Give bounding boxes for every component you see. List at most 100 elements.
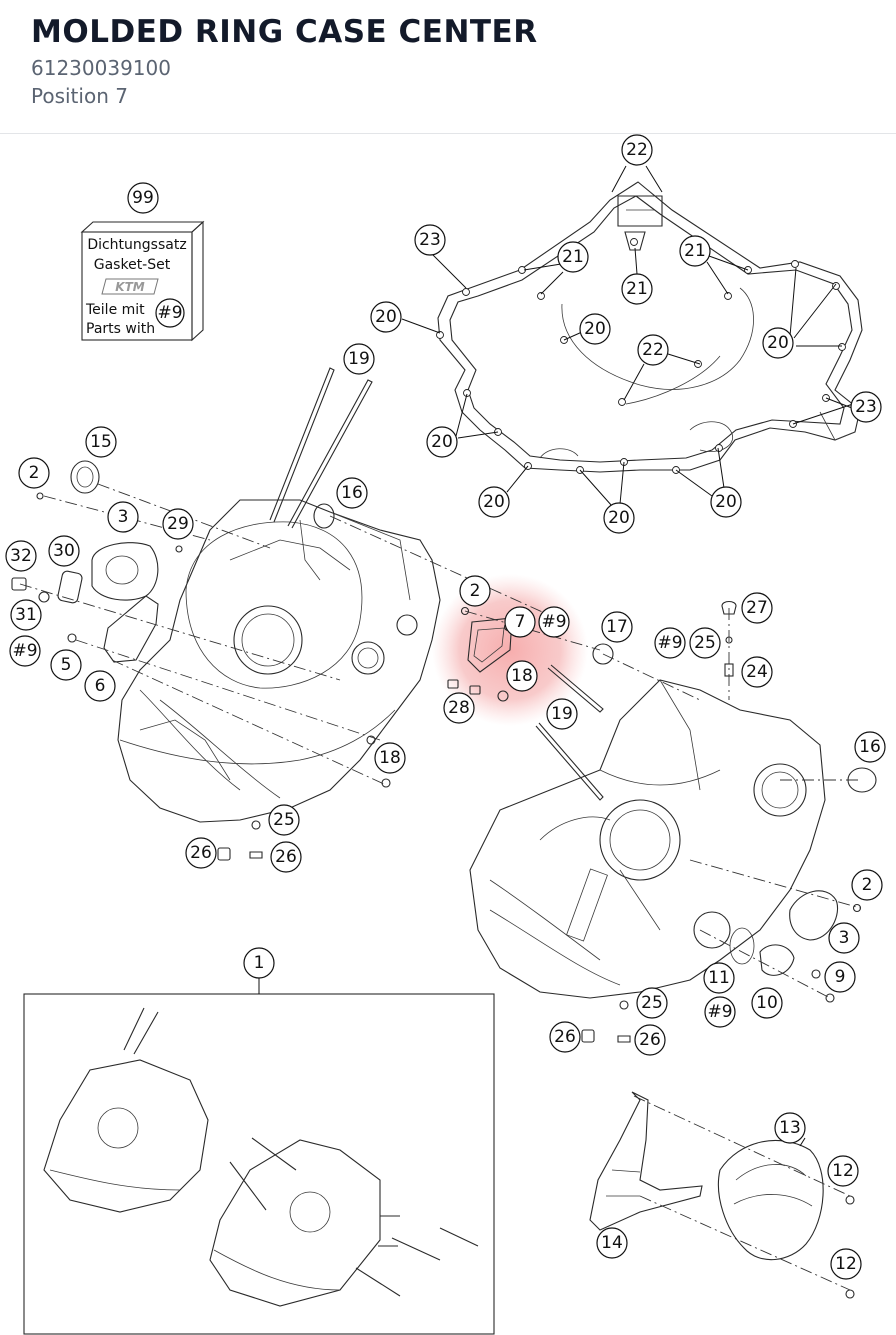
- callout-14[interactable]: 14: [596, 1227, 628, 1259]
- callout-25-right[interactable]: 25: [636, 987, 668, 1019]
- page-header: MOLDED RING CASE CENTER 61230039100 Posi…: [0, 0, 896, 134]
- svg-text:23: 23: [419, 230, 441, 250]
- callout-10[interactable]: 10: [751, 987, 783, 1019]
- callout-30[interactable]: 30: [48, 535, 80, 567]
- callout-27[interactable]: 27: [741, 592, 773, 624]
- leader-lines: [401, 165, 854, 507]
- callout-22-top[interactable]: 22: [621, 134, 653, 166]
- callout-17[interactable]: 17: [601, 611, 633, 643]
- callout-20-g[interactable]: 20: [710, 486, 742, 518]
- svg-text:22: 22: [626, 140, 648, 160]
- svg-text:12: 12: [835, 1254, 857, 1274]
- callout-15[interactable]: 15: [85, 426, 117, 458]
- svg-text:20: 20: [375, 307, 397, 327]
- callout-11[interactable]: 11: [703, 962, 735, 994]
- svg-text:29: 29: [167, 514, 189, 534]
- gasket-bolt-holes: [436, 238, 846, 474]
- callout-20-e[interactable]: 20: [478, 486, 510, 518]
- callout-2-right[interactable]: 2: [851, 869, 883, 901]
- callout-24[interactable]: 24: [741, 656, 773, 688]
- callout-7-selected[interactable]: 7: [504, 606, 536, 638]
- callout-28[interactable]: 28: [443, 692, 475, 724]
- svg-text:13: 13: [779, 1118, 801, 1138]
- svg-text:25: 25: [641, 993, 663, 1013]
- callout-5[interactable]: 5: [50, 649, 82, 681]
- callout-19-left[interactable]: 19: [343, 343, 375, 375]
- callout-31[interactable]: 31: [10, 599, 42, 631]
- callout-26-right-b[interactable]: 26: [634, 1024, 666, 1056]
- callout-99[interactable]: 99: [127, 182, 159, 214]
- svg-text:99: 99: [132, 188, 154, 208]
- svg-text:14: 14: [601, 1233, 623, 1253]
- svg-text:25: 25: [273, 810, 295, 830]
- callout-16-left[interactable]: 16: [336, 477, 368, 509]
- callout-21-left[interactable]: 21: [557, 241, 589, 273]
- callout-18-left[interactable]: 18: [374, 742, 406, 774]
- callout-13[interactable]: 13: [774, 1112, 806, 1144]
- callout-6[interactable]: 6: [84, 670, 116, 702]
- gasket-box-line3: Teile mit: [85, 302, 145, 318]
- callout-20-h[interactable]: 2: [18, 457, 50, 489]
- callout-23-left[interactable]: 23: [414, 224, 446, 256]
- callout-9-plain[interactable]: 9: [824, 961, 856, 993]
- callout-9-right[interactable]: #9: [654, 627, 686, 659]
- callout-12-top[interactable]: 12: [827, 1155, 859, 1187]
- callout-29[interactable]: 29: [162, 508, 194, 540]
- svg-text:22: 22: [642, 340, 664, 360]
- callout-25-top[interactable]: 25: [689, 627, 721, 659]
- callout-26-left-b[interactable]: 26: [270, 841, 302, 873]
- callout-20-c[interactable]: 20: [762, 327, 794, 359]
- svg-text:16: 16: [859, 737, 881, 757]
- svg-text:20: 20: [715, 492, 737, 512]
- callout-20-a[interactable]: 20: [370, 301, 402, 333]
- callout-21-center[interactable]: 21: [621, 273, 653, 305]
- callout-2-center[interactable]: 2: [459, 575, 491, 607]
- callout-19-right[interactable]: 19: [546, 698, 578, 730]
- callout-21-right[interactable]: 21: [679, 235, 711, 267]
- svg-text:10: 10: [756, 993, 778, 1013]
- callout-12-bottom[interactable]: 12: [830, 1248, 862, 1280]
- svg-text:7: 7: [515, 612, 526, 632]
- callout-9-left[interactable]: #9: [9, 635, 41, 667]
- callout-3-right[interactable]: 3: [828, 922, 860, 954]
- callout-20-b[interactable]: 20: [579, 313, 611, 345]
- callout-23-right[interactable]: 23: [850, 391, 882, 423]
- callout-1[interactable]: 1: [243, 947, 275, 979]
- svg-text:16: 16: [341, 483, 363, 503]
- gasket-box-line4: Parts with: [86, 321, 155, 337]
- callout-25-left[interactable]: 25: [268, 804, 300, 836]
- gasket-box-line2: Gasket-Set: [94, 257, 171, 273]
- svg-text:20: 20: [431, 432, 453, 452]
- svg-text:17: 17: [606, 617, 628, 637]
- page-title: MOLDED RING CASE CENTER: [31, 14, 538, 50]
- svg-text:6: 6: [95, 676, 106, 696]
- svg-text:9: 9: [835, 967, 846, 987]
- callout-9-bottom[interactable]: #9: [704, 996, 736, 1028]
- svg-text:#9: #9: [541, 612, 566, 632]
- svg-text:2: 2: [29, 463, 40, 483]
- svg-text:3: 3: [839, 928, 850, 948]
- callout-32[interactable]: 32: [5, 540, 37, 572]
- callout-9-selected[interactable]: #9: [538, 606, 570, 638]
- complete-crankcase-inset: [23, 993, 495, 1335]
- callout-26-right-a[interactable]: 26: [549, 1021, 581, 1053]
- svg-text:18: 18: [511, 666, 533, 686]
- svg-text:28: 28: [448, 698, 470, 718]
- callout-22-mid[interactable]: 22: [637, 334, 669, 366]
- callout-3-left[interactable]: 3: [107, 501, 139, 533]
- callout-26-left-a[interactable]: 26: [185, 837, 217, 869]
- svg-text:32: 32: [10, 546, 32, 566]
- callout-18-selected[interactable]: 18: [506, 660, 538, 692]
- svg-text:3: 3: [118, 507, 129, 527]
- callout-20-d[interactable]: 20: [426, 426, 458, 458]
- svg-text:23: 23: [855, 397, 877, 417]
- callout-20-f[interactable]: 20: [603, 502, 635, 534]
- svg-text:KTM: KTM: [115, 280, 144, 294]
- svg-text:19: 19: [348, 349, 370, 369]
- callout-gasket-box-ref[interactable]: #9: [155, 298, 185, 328]
- svg-text:20: 20: [608, 508, 630, 528]
- svg-text:21: 21: [562, 247, 584, 267]
- svg-text:27: 27: [746, 598, 768, 618]
- center-gasket-drawing: [436, 181, 863, 474]
- callout-16-right[interactable]: 16: [854, 731, 886, 763]
